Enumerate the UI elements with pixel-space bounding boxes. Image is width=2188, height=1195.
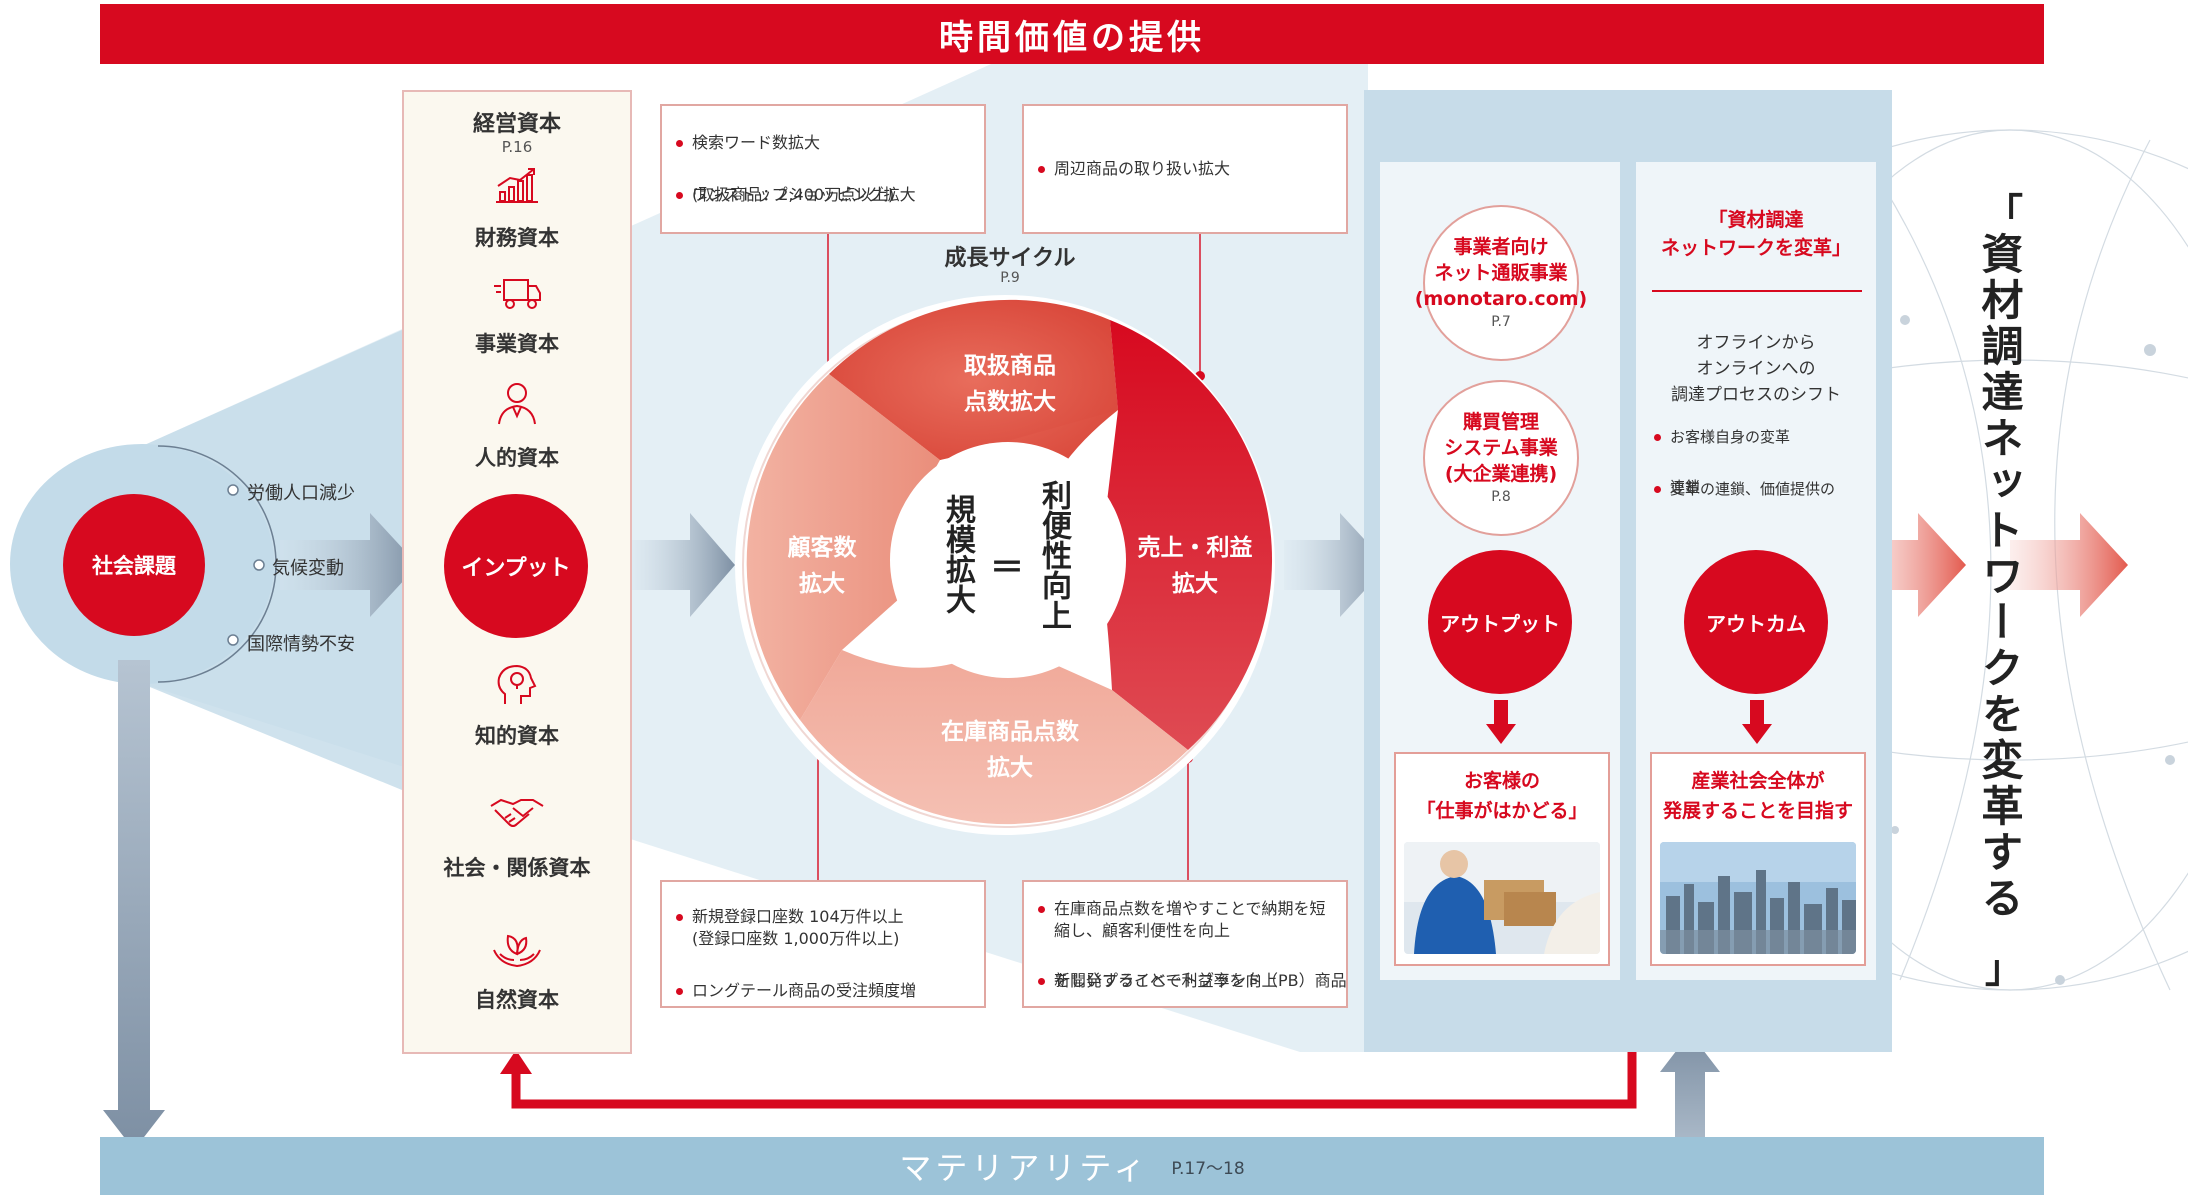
vision-bracket-open: 「 — [1985, 191, 2024, 235]
outcome-shift-text: オフラインからオンラインへの調達プロセスのシフト — [1671, 333, 1841, 405]
vision-bracket-close: 」 — [1985, 947, 2024, 991]
cycle-label-inventory: 在庫商品点数拡大 — [941, 719, 1079, 781]
growth-cycle-title: 成長サイクル — [944, 246, 1076, 271]
person-icon — [404, 380, 630, 426]
cityscape-photo — [1660, 842, 1856, 954]
callout-continuation: (登録口座数 1,000万件以上) — [692, 929, 900, 948]
callout-bullet: 検索ワード数拡大 — [676, 132, 998, 154]
issue-labor-shortage: 労働人口減少 — [247, 483, 355, 504]
output-result-text: お客様の「仕事がはかどる」 — [1416, 770, 1588, 822]
center-equals: ＝ — [990, 548, 1024, 588]
callout-bullet: 新しいプライベートブランド（PB）商品 — [1038, 970, 1360, 992]
callout-inventory: 在庫商品点数を増やすことで納期を短 縮し、顧客利便性を向上 新しいプライベートブ… — [1022, 880, 1348, 1008]
capital-human: 人的資本 — [475, 446, 559, 470]
callout-bullet: ワンストップショッピング拡大 — [676, 184, 998, 206]
management-capital-panel: 経営資本 P.16 財務資本 事業資本 人的資本 インプット 知的資本 社会・関… — [402, 90, 632, 1054]
ring-procurement-system: 購買管理 システム事業 (大企業連携) P.8 — [1423, 380, 1579, 536]
growth-cycle-page: P.9 — [1000, 270, 1020, 286]
callout-related-products: 周辺商品の取り扱い拡大 — [1022, 104, 1348, 234]
output-circle: アウトプット — [1428, 550, 1572, 694]
lightbulb-head-icon — [404, 662, 630, 706]
delivery-photo — [1404, 842, 1600, 954]
issue-geopolitical-instability: 国際情勢不安 — [247, 634, 355, 655]
capital-intellectual: 知的資本 — [475, 724, 559, 748]
callout-bullet: 在庫商品点数を増やすことで納期を短 — [1038, 898, 1360, 920]
callout-continuation: 縮し、顧客利便性を向上 — [1054, 921, 1231, 940]
chart-bars-icon — [404, 166, 630, 204]
outcome-circle: アウトカム — [1684, 550, 1828, 694]
vision-statement: 資材調達ネットワークを変革する — [1975, 232, 2024, 922]
outcome-bullet: お客様自身の変革 — [1654, 426, 2188, 448]
time-value-banner: 時間価値の提供 — [100, 4, 2044, 64]
callout-product-range: 検索ワード数拡大 ワンストップショッピング拡大 (取扱商品：2,400万点以上) — [660, 104, 986, 234]
management-capital-page: P.16 — [501, 138, 533, 156]
materiality-label: マテリアリティ — [899, 1149, 1150, 1187]
management-capital-title: 経営資本 — [472, 112, 561, 137]
outcome-result-text: 産業社会全体が発展することを目指す — [1662, 770, 1853, 822]
leaf-hands-icon — [404, 930, 630, 970]
cycle-label-sales-profit: 売上・利益拡大 — [1137, 535, 1253, 597]
callout-continuation: を開発することで利益率を向上 — [1054, 971, 1278, 990]
ring-ec-business: 事業者向け ネット通販事業 (monotaro.com) P.7 — [1415, 205, 1587, 361]
callout-bullet: 周辺商品の取り扱い拡大 — [1038, 158, 1360, 180]
callout-customers: 新規登録口座数 104万件以上 (登録口座数 1,000万件以上) ロングテール… — [660, 880, 986, 1008]
truck-icon — [404, 276, 630, 312]
capital-financial: 財務資本 — [475, 226, 559, 250]
center-convenience: 利便性向上 — [1036, 480, 1071, 630]
handshake-icon — [404, 794, 630, 834]
capital-natural: 自然資本 — [475, 988, 559, 1012]
output-result-box: お客様の「仕事がはかどる」 — [1394, 752, 1610, 966]
social-issues-circle: 社会課題 — [63, 494, 205, 636]
cycle-label-customers: 顧客数拡大 — [787, 535, 857, 597]
materiality-page: P.17〜18 — [1171, 1158, 1245, 1179]
callout-continuation: (取扱商品：2,400万点以上) — [692, 185, 895, 204]
materiality-banner: マテリアリティ P.17〜18 — [100, 1137, 2044, 1195]
callout-bullet: ロングテール商品の受注頻度増 — [676, 980, 998, 1002]
input-circle: インプット — [444, 494, 588, 638]
center-scale-expansion: 規模拡大 — [940, 494, 975, 614]
cycle-label-product-range: 取扱商品点数拡大 — [964, 353, 1056, 415]
callout-bullet: 新規登録口座数 104万件以上 — [676, 906, 998, 928]
down-arrow-icon — [1486, 700, 1516, 744]
outcome-divider — [1652, 290, 1862, 292]
outcome-bullet: 変革の連鎖、価値提供の — [1654, 478, 2188, 500]
issue-climate-change: 気候変動 — [272, 558, 344, 579]
outcome-result-box: 産業社会全体が発展することを目指す — [1650, 752, 1866, 966]
outcome-heading: 「資材調達ネットワークを変革」 — [1660, 209, 1851, 259]
capital-business: 事業資本 — [475, 332, 559, 356]
outcome-continuation: 連鎖 — [1670, 478, 1701, 496]
capital-social-relationship: 社会・関係資本 — [443, 856, 591, 880]
down-arrow-icon — [1742, 700, 1772, 744]
